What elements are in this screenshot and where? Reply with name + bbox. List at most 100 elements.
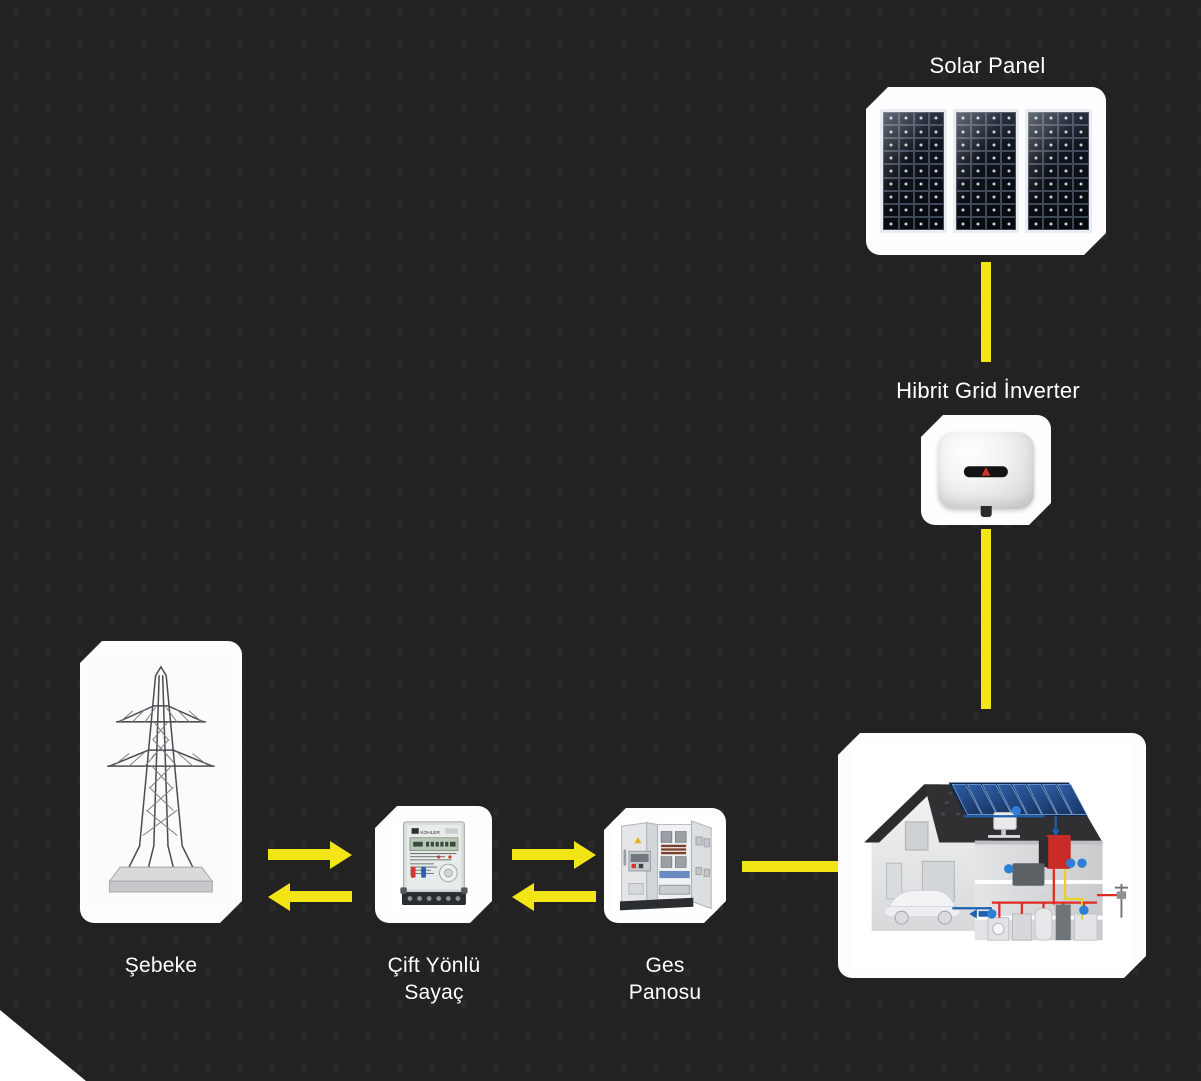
connector-solar-to-inverter — [981, 262, 991, 362]
solar-cell — [986, 151, 1001, 164]
solar-cell — [1073, 178, 1088, 191]
solar-cell — [956, 112, 971, 125]
solar-cell — [1073, 204, 1088, 217]
solar-cell — [1043, 191, 1058, 204]
solar-cell — [883, 191, 898, 204]
solar-cell — [986, 178, 1001, 191]
arrow-meter-to-grid — [268, 880, 352, 914]
solar-cell — [956, 164, 971, 177]
solar-cell — [1043, 112, 1058, 125]
solar-cell — [929, 151, 944, 164]
solar-cell — [883, 178, 898, 191]
solar-cell — [971, 125, 986, 138]
solar-cell — [1073, 112, 1088, 125]
solar-cell — [1058, 151, 1073, 164]
bidirectional-meter-icon: KOHLER — [393, 817, 475, 913]
solar-cell — [914, 204, 929, 217]
smart-house-icon — [844, 743, 1140, 968]
house-card[interactable] — [838, 733, 1146, 978]
solar-cell — [956, 138, 971, 151]
solar-cell — [899, 112, 914, 125]
solar-cell — [1073, 138, 1088, 151]
solar-cell — [1001, 178, 1016, 191]
solar-cell — [1058, 178, 1073, 191]
solar-cell — [899, 151, 914, 164]
solar-cell — [986, 112, 1001, 125]
solar-cell — [986, 125, 1001, 138]
solar-cell — [971, 164, 986, 177]
solar-cell — [971, 191, 986, 204]
solar-cell — [1043, 178, 1058, 191]
meter-card[interactable]: KOHLER — [375, 806, 492, 923]
connector-inverter-to-house — [981, 529, 991, 709]
solar-cell — [1058, 164, 1073, 177]
grid-card[interactable] — [80, 641, 242, 923]
solar-cell — [1001, 204, 1016, 217]
solar-cell — [899, 125, 914, 138]
arrow-grid-to-meter — [268, 838, 352, 872]
solar-cell — [1028, 191, 1043, 204]
solar-cell — [971, 112, 986, 125]
hybrid-inverter-icon — [938, 432, 1034, 509]
solar-cell — [956, 151, 971, 164]
grid-label: Şebeke — [124, 954, 198, 977]
solar-cell — [899, 138, 914, 151]
solar-cell — [1073, 125, 1088, 138]
solar-cell — [914, 151, 929, 164]
solar-cell — [1028, 178, 1043, 191]
solar-cell — [1043, 217, 1058, 230]
solar-cell — [1043, 164, 1058, 177]
solar-cell — [899, 178, 914, 191]
solar-cell — [1073, 151, 1088, 164]
solar-cell — [1001, 191, 1016, 204]
solar-cell — [1043, 138, 1058, 151]
solar-cell — [971, 178, 986, 191]
solar-cell — [956, 178, 971, 191]
electrical-panel-icon — [611, 815, 718, 916]
solar-cell — [929, 125, 944, 138]
solar-cell — [986, 204, 1001, 217]
solar-cell — [986, 164, 1001, 177]
solar-cell — [929, 191, 944, 204]
solar-cell — [1058, 125, 1073, 138]
solar-cell — [986, 191, 1001, 204]
ges-panel-label: Ges Panosu — [628, 954, 702, 1004]
solar-cell — [929, 112, 944, 125]
solar-cell — [1043, 204, 1058, 217]
solar-cell — [1028, 112, 1043, 125]
solar-cell — [914, 217, 929, 230]
solar-panel-icon — [880, 109, 1091, 233]
solar-cell — [971, 151, 986, 164]
solar-cell — [1028, 217, 1043, 230]
solar-cell — [929, 138, 944, 151]
solar-cell — [929, 164, 944, 177]
solar-cell — [899, 217, 914, 230]
solar-cell — [929, 204, 944, 217]
solar-cell — [1028, 138, 1043, 151]
solar-cell — [1001, 164, 1016, 177]
solar-cell — [986, 138, 1001, 151]
arrow-panel-to-meter — [512, 880, 596, 914]
solar-panel-card[interactable] — [866, 87, 1106, 255]
solar-cell — [899, 204, 914, 217]
solar-cell — [899, 191, 914, 204]
arrow-meter-to-panel — [512, 838, 596, 872]
solar-cell — [914, 125, 929, 138]
solar-cell — [956, 191, 971, 204]
solar-cell — [929, 217, 944, 230]
solar-cell — [914, 164, 929, 177]
solar-cell — [883, 112, 898, 125]
solar-cell — [914, 112, 929, 125]
inverter-card[interactable] — [921, 415, 1051, 525]
solar-cell — [1028, 125, 1043, 138]
solar-cell — [971, 138, 986, 151]
solar-cell — [1001, 151, 1016, 164]
ges-panel-card[interactable] — [604, 808, 726, 923]
solar-cell — [1043, 125, 1058, 138]
solar-cell — [883, 138, 898, 151]
solar-cell — [914, 138, 929, 151]
solar-cell — [1028, 164, 1043, 177]
solar-cell — [1073, 217, 1088, 230]
solar-cell — [956, 217, 971, 230]
